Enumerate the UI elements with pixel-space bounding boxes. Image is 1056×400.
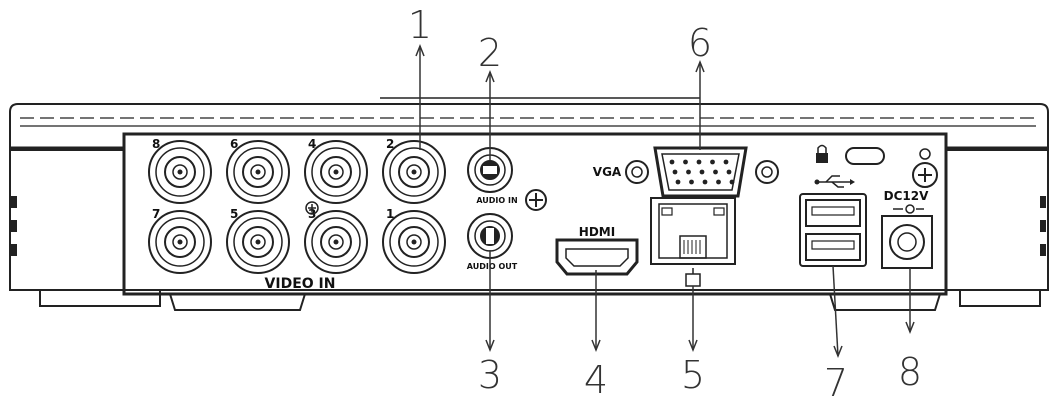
callout-number: 1 <box>408 3 432 47</box>
bnc-connector <box>226 140 290 204</box>
callout-arrowhead <box>415 43 425 57</box>
audio-in-label: AUDIO IN <box>476 196 517 205</box>
video-in-label: VIDEO IN <box>265 276 336 292</box>
callout-arrowhead <box>833 345 843 359</box>
chassis <box>9 97 1049 311</box>
vga-pin <box>716 179 721 185</box>
ethernet-port <box>650 197 736 265</box>
bnc-number-label: 6 <box>230 137 238 151</box>
dc-polarity-icon <box>893 204 924 214</box>
hdmi-label: HDMI <box>579 225 615 239</box>
bnc-connector <box>304 140 368 204</box>
callout-arrowhead <box>591 339 601 353</box>
audio-in-jack <box>467 147 513 193</box>
bnc-connector <box>226 210 290 274</box>
callout-number: 3 <box>478 353 502 397</box>
vga-pins <box>669 159 735 185</box>
dc-power-jack <box>881 215 933 269</box>
callout-arrowhead <box>905 321 915 335</box>
dc-label: DC12V <box>884 189 929 203</box>
vga-pin <box>713 169 718 175</box>
bnc-number-label: 5 <box>230 207 238 221</box>
bnc-connector <box>148 140 212 204</box>
callout-number: 8 <box>898 350 922 394</box>
callout-number: 5 <box>681 353 705 397</box>
bnc-number-label: 8 <box>152 137 160 151</box>
bnc-number-label: 7 <box>152 207 160 221</box>
vga-pin <box>702 179 708 185</box>
usb-ports <box>799 193 867 267</box>
bnc-number-label: 4 <box>308 137 316 151</box>
bnc-connector <box>382 210 446 274</box>
bnc-connector <box>382 140 446 204</box>
callout-arrowhead <box>688 339 698 353</box>
vga-pin <box>672 169 678 175</box>
vga-pin <box>729 179 735 185</box>
vga-pin <box>689 179 694 185</box>
vga-pin <box>699 169 705 175</box>
vga-port <box>625 146 779 198</box>
vga-pin <box>686 169 691 175</box>
callout-number: 6 <box>688 21 712 65</box>
vga-pin <box>683 159 688 165</box>
lock-icon <box>816 144 828 163</box>
ground-symbol-video <box>305 201 319 215</box>
kensington-slot <box>845 147 885 165</box>
vga-pin <box>726 169 732 175</box>
usb-icon <box>814 175 855 188</box>
callout-arrowhead <box>485 69 495 83</box>
callout-number: 2 <box>478 31 502 75</box>
callout-number: 7 <box>824 361 848 400</box>
bnc-number-label: 1 <box>386 207 394 221</box>
vga-pin <box>696 159 702 165</box>
vga-label: VGA <box>593 165 622 179</box>
audio-out-label: AUDIO OUT <box>467 262 518 271</box>
bnc-number-label: 2 <box>386 137 394 151</box>
bnc-connector <box>304 210 368 274</box>
vga-pin <box>710 159 715 165</box>
callout-arrowhead <box>485 339 495 353</box>
network-icon <box>685 268 701 287</box>
callout-group: 1 2 3 4 5 6 7 8 <box>408 3 922 400</box>
hdmi-port <box>555 238 639 276</box>
callout-number: 4 <box>584 358 608 400</box>
ground-terminal-icon <box>912 148 938 188</box>
callout-arrowhead <box>695 59 705 73</box>
ground-screw-icon <box>525 189 547 211</box>
vga-pin <box>675 179 681 185</box>
bnc-connector <box>148 210 212 274</box>
vga-pin <box>723 159 729 165</box>
callout-leader-line <box>832 265 839 357</box>
vga-pin <box>669 159 675 165</box>
